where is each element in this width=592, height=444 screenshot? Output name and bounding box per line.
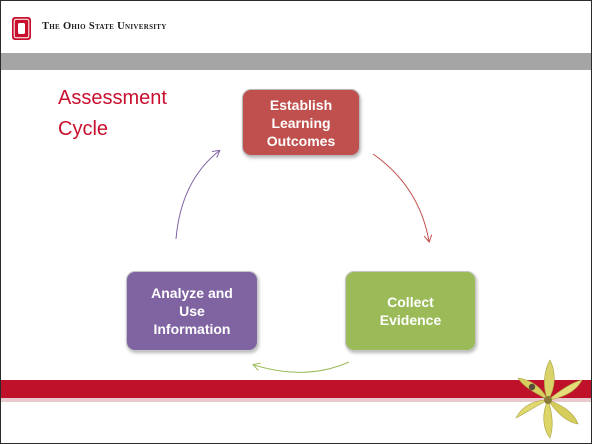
red-footer-band-shadow: [1, 398, 591, 402]
step-label-line: Analyze and: [151, 285, 233, 301]
gray-header-band: [1, 53, 591, 70]
step-label-line: Collect: [387, 294, 434, 310]
step-label-line: Evidence: [379, 312, 442, 328]
block-o-logo-icon: [12, 17, 31, 40]
step-label-line: Outcomes: [266, 132, 336, 149]
step-label-line: Information: [153, 321, 231, 337]
header-bar: The Ohio State University: [1, 1, 591, 53]
slide-title-line-1: Assessment: [58, 87, 167, 109]
step-label-line: Establish: [269, 96, 333, 113]
step-label-line: Use: [179, 303, 205, 319]
arrow-collect-to-analyze: [254, 361, 350, 373]
arrow-establish-to-collect: [372, 153, 429, 241]
step-label-line: Learning: [271, 114, 331, 131]
step-collect-evidence: Collect Evidence: [345, 271, 476, 351]
red-footer-band: [1, 380, 591, 398]
buckeye-leaf-flower-icon: [515, 359, 583, 439]
arrow-analyze-to-establish: [175, 151, 219, 240]
step-analyze-and-use-information: Analyze and Use Information: [126, 271, 258, 351]
slide-title-line-2: Cycle: [58, 118, 109, 140]
slide-title: Assessment Cycle: [58, 83, 218, 145]
step-establish-learning-outcomes: Establish Learning Outcomes: [242, 89, 360, 156]
university-name: The Ohio State University: [42, 21, 167, 32]
